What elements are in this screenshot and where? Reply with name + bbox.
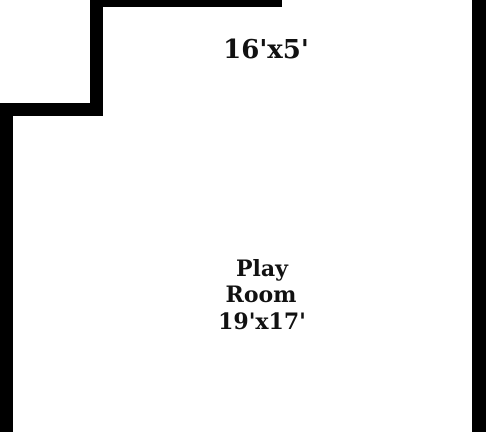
room-2-name-line-2: Room [226, 282, 297, 308]
wall-notch-vertical [90, 0, 103, 116]
wall-notch-horizontal [0, 103, 103, 116]
wall-left [0, 103, 13, 432]
wall-top [90, 0, 282, 7]
wall-right [472, 0, 486, 432]
room-2-dimensions: 19'x17' [218, 309, 306, 335]
room-1-dimensions: 16'x5' [223, 35, 309, 65]
room-2-name-line-1: Play [236, 256, 289, 282]
